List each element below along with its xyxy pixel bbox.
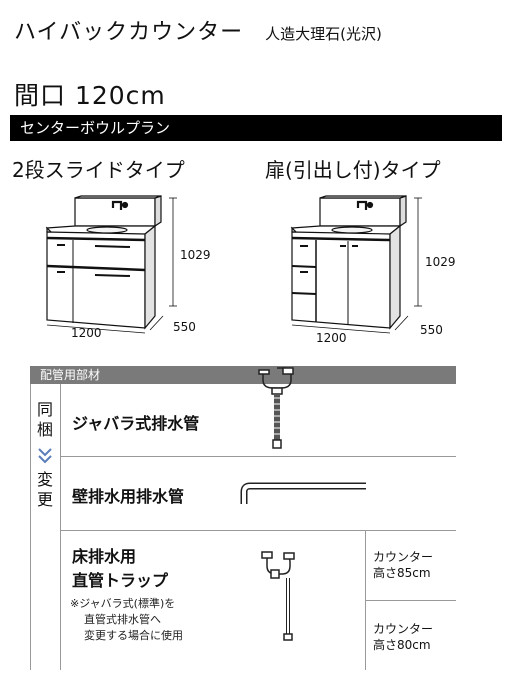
dim-depth-2: 550 — [420, 323, 443, 337]
title-text: ハイバックカウンター — [14, 20, 244, 45]
dim-height-1: 1029 — [180, 248, 211, 262]
title-subtitle: 人造大理石(光沢) — [265, 25, 382, 43]
drawer-divider — [46, 264, 146, 272]
cabinet-slide-drawing — [45, 195, 177, 334]
cabinet-door-drawing — [290, 195, 422, 334]
grid-line — [30, 384, 31, 670]
dim-height-2: 1029 — [425, 255, 456, 269]
row-note-floor-trap: ※ジャバラ式(標準)を 直管式排水管へ 変更する場合に使用 — [70, 597, 183, 642]
grid-line — [60, 530, 456, 531]
drawer-handle — [94, 274, 131, 277]
side-label-included: 同 梱 — [36, 400, 53, 439]
faucet — [111, 200, 123, 210]
drawer-handle — [94, 245, 131, 248]
grid-line — [60, 384, 61, 670]
counter-height-85: カウンター 高さ85cm — [373, 550, 434, 580]
dim-depth-1: 550 — [173, 320, 196, 334]
plan-bar-label: センターボウルプラン — [20, 119, 171, 137]
grid-line — [365, 600, 456, 601]
wall-drain-pipe-icon — [240, 482, 366, 504]
plan-bar: センターボウルプラン — [10, 115, 502, 141]
type-name-slide: 2段スライドタイプ — [12, 158, 185, 182]
width-label: 間口 120cm — [14, 81, 166, 110]
row-label-bellows-pipe: ジャバラ式排水管 — [72, 414, 200, 433]
straight-trap-icon — [261, 551, 295, 641]
row-label-wall-drain: 壁排水用排水管 — [72, 487, 185, 506]
piping-header: 配管用部材 — [30, 366, 456, 384]
row-label-floor-trap: 床排水用 直管トラップ — [72, 547, 169, 590]
piping-header-label: 配管用部材 — [40, 368, 101, 382]
page-title: ハイバックカウンター 人造大理石(光沢) — [14, 14, 382, 46]
dim-width-2: 1200 — [316, 331, 347, 345]
grid-line — [60, 456, 456, 457]
dim-width-1: 1200 — [71, 326, 102, 340]
type-name-door: 扉(引出し付)タイプ — [265, 158, 441, 182]
side-label-change: 変 更 — [36, 470, 53, 509]
counter-height-80: カウンター 高さ80cm — [373, 622, 434, 652]
bellows-pipe-icon — [258, 367, 294, 449]
faucet — [356, 200, 368, 210]
double-chevron-down-icon — [38, 448, 52, 464]
